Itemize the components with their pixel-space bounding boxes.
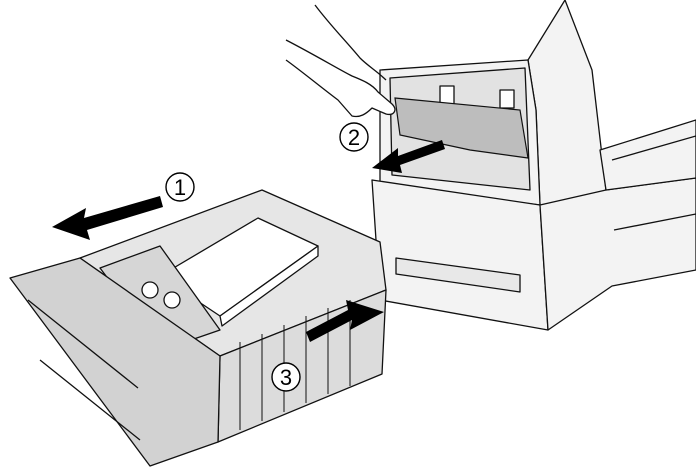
tray-front-grip bbox=[27, 299, 141, 441]
circled-number-icon bbox=[271, 362, 301, 392]
cassette-handle-slot bbox=[395, 257, 521, 293]
tray-roller bbox=[163, 291, 181, 309]
paper-tray bbox=[9, 189, 387, 467]
step-marker-2: 2 bbox=[339, 122, 369, 152]
printer-unit bbox=[371, 0, 696, 331]
printer-panel-line bbox=[613, 213, 696, 231]
step-number: 2 bbox=[348, 125, 360, 150]
tray-paper-edge bbox=[219, 245, 319, 327]
step-marker-3: 3 bbox=[271, 362, 301, 392]
roller bbox=[499, 89, 515, 109]
circled-number-icon bbox=[339, 122, 369, 152]
roller bbox=[439, 85, 455, 105]
tray-front-panel bbox=[9, 257, 221, 467]
step-number: 3 bbox=[280, 365, 292, 390]
step-number: 1 bbox=[174, 175, 186, 200]
printer-upper-body bbox=[527, 0, 607, 213]
printer-base-panel bbox=[599, 119, 696, 191]
arrow-icon bbox=[372, 140, 445, 173]
printer-lower-cassette bbox=[371, 179, 549, 331]
jammed-paper bbox=[394, 97, 529, 159]
hand-icon bbox=[285, 4, 396, 118]
step-marker-1: 1 bbox=[165, 172, 195, 202]
tray-roller bbox=[141, 281, 159, 299]
printer-panel-line bbox=[611, 135, 696, 161]
printer-lower-side bbox=[539, 177, 696, 331]
arrow-icon bbox=[52, 196, 163, 240]
arrow-icon bbox=[306, 300, 384, 342]
circled-number-icon bbox=[165, 172, 195, 202]
